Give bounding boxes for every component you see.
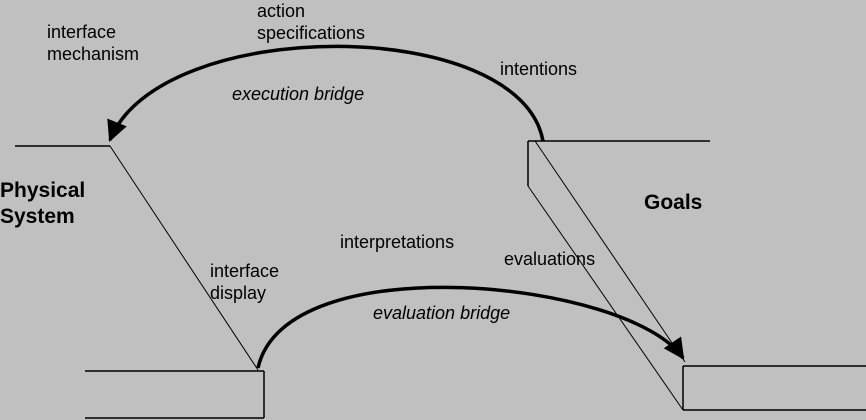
goals-slope-front xyxy=(527,185,684,411)
goals-slope-back xyxy=(534,140,686,363)
execution-bridge-arrow xyxy=(107,44,545,142)
intentions-label: intentions xyxy=(500,59,578,79)
interface-mechanism-line-1: interface xyxy=(47,22,117,42)
evaluations-label: evaluations xyxy=(504,249,596,269)
action-specifications-line-2: specifications xyxy=(257,23,366,43)
action-specifications-line-1: action xyxy=(257,1,306,21)
physical-system-slope xyxy=(109,145,259,371)
interface-display-line-2: display xyxy=(210,283,267,303)
interface-display-line-1: interface xyxy=(210,261,280,281)
goals-label: Goals xyxy=(644,191,703,214)
physical-system-line-2: System xyxy=(0,205,75,228)
interface-display-label: interface display xyxy=(210,260,279,304)
evaluation-bridge-label: evaluation bridge xyxy=(373,303,511,323)
action-specifications-label: action specifications xyxy=(257,0,365,44)
evaluation-bridge-arrow xyxy=(256,285,685,369)
execution-bridge-label: execution bridge xyxy=(232,84,365,104)
physical-system-label: Physical System xyxy=(0,178,85,230)
physical-system-line-1: Physical xyxy=(0,179,86,202)
interface-mechanism-label: interface mechanism xyxy=(47,21,139,65)
interpretations-label: interpretations xyxy=(340,232,455,252)
interface-mechanism-line-2: mechanism xyxy=(47,44,140,64)
